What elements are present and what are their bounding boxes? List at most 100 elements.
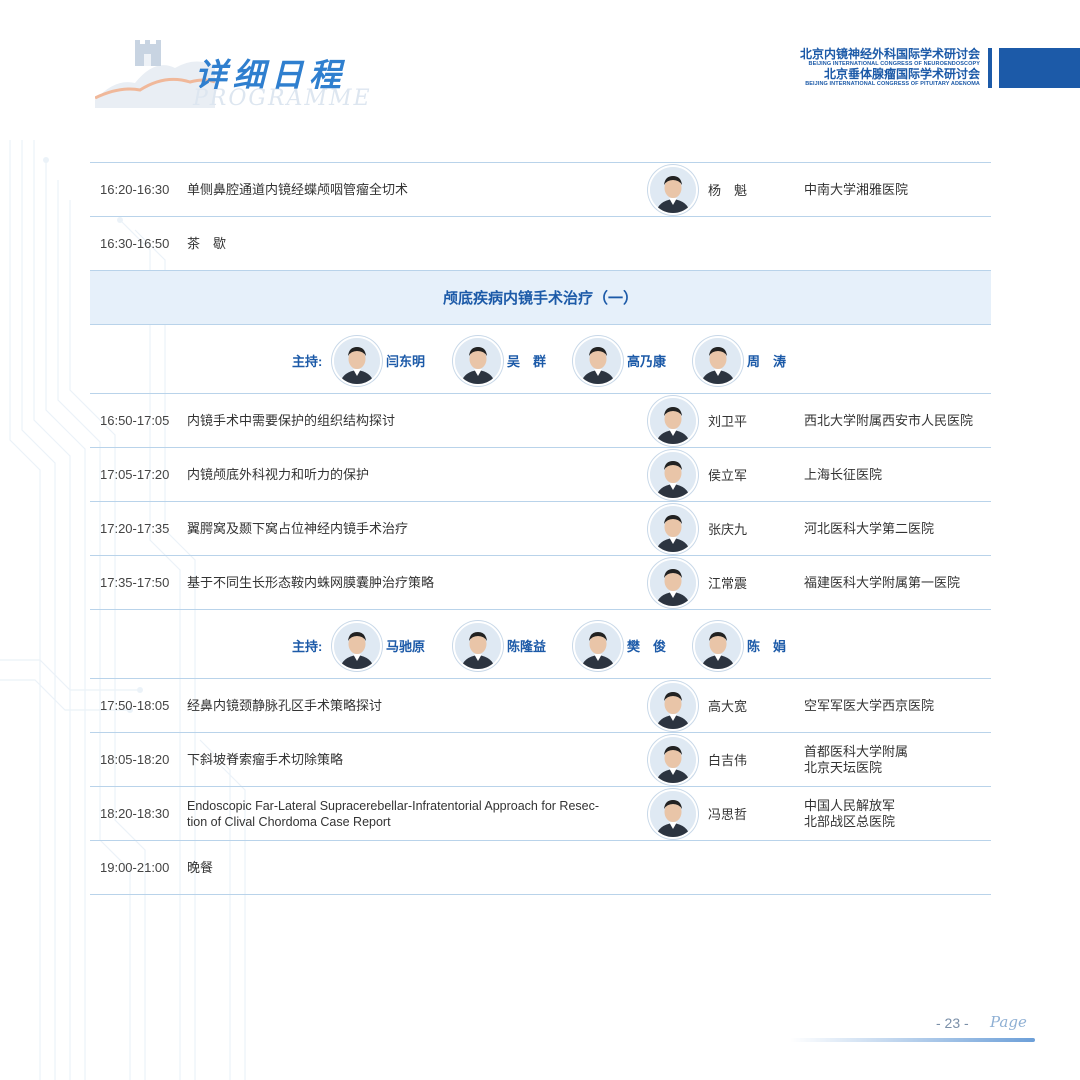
time-slot: 18:20-18:30 (100, 806, 170, 821)
speaker-avatar (648, 558, 698, 608)
host-label: 主持: (292, 639, 323, 654)
time-slot: 17:50-18:05 (100, 698, 170, 713)
host-name: 马驰原 (386, 639, 426, 654)
schedule-row: 16:50-17:05 内镜手术中需要保护的组织结构探讨 刘卫平 西北大学附属西… (90, 393, 991, 447)
conference-zh-1: 北京内镜神经外科国际学术研讨会 (799, 47, 980, 61)
person-icon (650, 506, 696, 552)
person-icon (334, 623, 380, 669)
speaker-hospital: 福建医科大学附属第一医院 (804, 574, 961, 590)
host-row: 主持: 闫东明 吴 群 高乃康 周 涛 (90, 324, 991, 393)
host-name: 闫东明 (386, 354, 426, 369)
person-icon (650, 737, 696, 783)
host: 闫东明 (332, 336, 452, 386)
time-slot: 17:20-17:35 (100, 521, 170, 536)
host-row: 主持: 马驰原 陈隆益 樊 俊 陈 娟 (90, 609, 991, 678)
topic-line: Endoscopic Far-Lateral Supracerebellar-I… (187, 798, 600, 813)
schedule-row: 18:05-18:20 下斜坡脊索瘤手术切除策略 白吉伟 首都医科大学附属 北京… (90, 732, 991, 786)
speaker-name: 刘卫平 (708, 414, 748, 429)
topic-line: tion of Clival Chordoma Case Report (187, 814, 391, 829)
person-icon (650, 167, 696, 213)
page-word: Page (990, 1013, 1027, 1031)
schedule-row: 17:50-18:05 经鼻内镜颈静脉孔区手术策略探讨 高大宽 空军军医大学西京… (90, 678, 991, 732)
schedule-row: 16:30-16:50 茶 歇 (90, 216, 991, 270)
talk-topic: 内镜颅底外科视力和听力的保护 (187, 467, 370, 482)
speaker-avatar (648, 450, 698, 500)
time-slot: 19:00-21:00 (100, 860, 170, 875)
host: 吴 群 (453, 336, 573, 386)
great-wall-illustration (95, 40, 215, 108)
session-title: 颅底疾病内镜手术治疗（一） (90, 270, 991, 324)
speaker-hospital: 空军军医大学西京医院 (804, 697, 935, 713)
host-avatar (573, 621, 623, 671)
person-icon (650, 683, 696, 729)
talk-topic: 翼腭窝及颞下窝占位神经内镜手术治疗 (187, 521, 409, 536)
header-title-block: PROGRAMME 详细日程 (95, 38, 370, 113)
talk-topic: Endoscopic Far-Lateral Supracerebellar-I… (187, 798, 627, 830)
talk-topic: 内镜手术中需要保护的组织结构探讨 (187, 413, 396, 428)
host-name: 陈 娟 (747, 639, 787, 654)
person-icon (695, 338, 741, 384)
speaker-avatar (648, 504, 698, 554)
host-name: 吴 群 (507, 354, 547, 369)
person-icon (650, 791, 696, 837)
page-title: 详细日程 (195, 56, 348, 94)
speaker-name: 高大宽 (708, 699, 748, 714)
speaker-name: 冯思哲 (708, 807, 748, 822)
person-icon (455, 623, 501, 669)
host-name: 樊 俊 (627, 639, 667, 654)
speaker-name: 江常震 (708, 576, 748, 591)
schedule-row: 19:00-21:00 晚餐 (90, 840, 991, 895)
host: 马驰原 (332, 621, 452, 671)
conference-en-1: BEIJING INTERNATIONAL CONGRESS OF NEUROE… (808, 61, 980, 67)
person-icon (650, 398, 696, 444)
speaker-avatar (648, 165, 698, 215)
person-icon (695, 623, 741, 669)
person-icon (334, 338, 380, 384)
schedule-row: 17:35-17:50 基于不同生长形态鞍内蛛网膜囊肿治疗策略 江常震 福建医科… (90, 555, 991, 609)
hospital-line: 首都医科大学附属 (804, 743, 909, 759)
host-avatar (693, 336, 743, 386)
circuit-background (0, 140, 246, 1080)
schedule-row: 18:20-18:30 Endoscopic Far-Lateral Supra… (90, 786, 991, 840)
time-slot: 18:05-18:20 (100, 752, 170, 767)
host-label: 主持: (292, 354, 323, 369)
talk-topic: 基于不同生长形态鞍内蛛网膜囊肿治疗策略 (187, 575, 435, 590)
conference-name: 北京内镜神经外科国际学术研讨会 BEIJING INTERNATIONAL CO… (800, 48, 980, 88)
host-avatar (453, 621, 503, 671)
schedule-row: 17:05-17:20 内镜颅底外科视力和听力的保护 侯立军 上海长征医院 (90, 447, 991, 501)
schedule-table: 16:20-16:30 单侧鼻腔通道内镜经蝶颅咽管瘤全切术 杨 魁 中南大学湘雅… (90, 162, 991, 895)
hospital-line: 北京天坛医院 (804, 759, 883, 775)
speaker-hospital: 中国人民解放军 北部战区总医院 (804, 798, 895, 830)
header-accent-bar (988, 48, 992, 88)
host-avatar (693, 621, 743, 671)
time-slot: 17:05-17:20 (100, 467, 170, 482)
talk-topic: 经鼻内镜颈静脉孔区手术策略探讨 (187, 698, 383, 713)
page-subtitle: PROGRAMME (193, 86, 372, 111)
host: 陈隆益 (453, 621, 573, 671)
person-icon (575, 338, 621, 384)
speaker-name: 白吉伟 (708, 753, 748, 768)
speaker-name: 杨 魁 (708, 183, 748, 198)
speaker-hospital: 西北大学附属西安市人民医院 (804, 412, 974, 428)
speaker-name: 张庆九 (708, 522, 748, 537)
talk-topic: 茶 歇 (187, 236, 227, 251)
host-name: 周 涛 (747, 354, 787, 369)
host-avatar (573, 336, 623, 386)
host: 高乃康 (573, 336, 693, 386)
speaker-hospital: 中南大学湘雅医院 (804, 181, 909, 197)
talk-topic: 下斜坡脊索瘤手术切除策略 (187, 752, 344, 767)
schedule-row: 17:20-17:35 翼腭窝及颞下窝占位神经内镜手术治疗 张庆九 河北医科大学… (90, 501, 991, 555)
speaker-avatar (648, 396, 698, 446)
speaker-avatar (648, 789, 698, 839)
person-icon (455, 338, 501, 384)
talk-topic: 单侧鼻腔通道内镜经蝶颅咽管瘤全切术 (187, 182, 409, 197)
time-slot: 16:30-16:50 (100, 236, 170, 251)
host: 樊 俊 (573, 621, 693, 671)
conference-zh-2: 北京垂体腺瘤国际学术研讨会 (823, 67, 980, 81)
host-avatar (332, 336, 382, 386)
speaker-hospital: 首都医科大学附属 北京天坛医院 (804, 744, 908, 776)
host-name: 陈隆益 (507, 639, 547, 654)
host: 周 涛 (693, 336, 813, 386)
person-icon (650, 452, 696, 498)
person-icon (575, 623, 621, 669)
